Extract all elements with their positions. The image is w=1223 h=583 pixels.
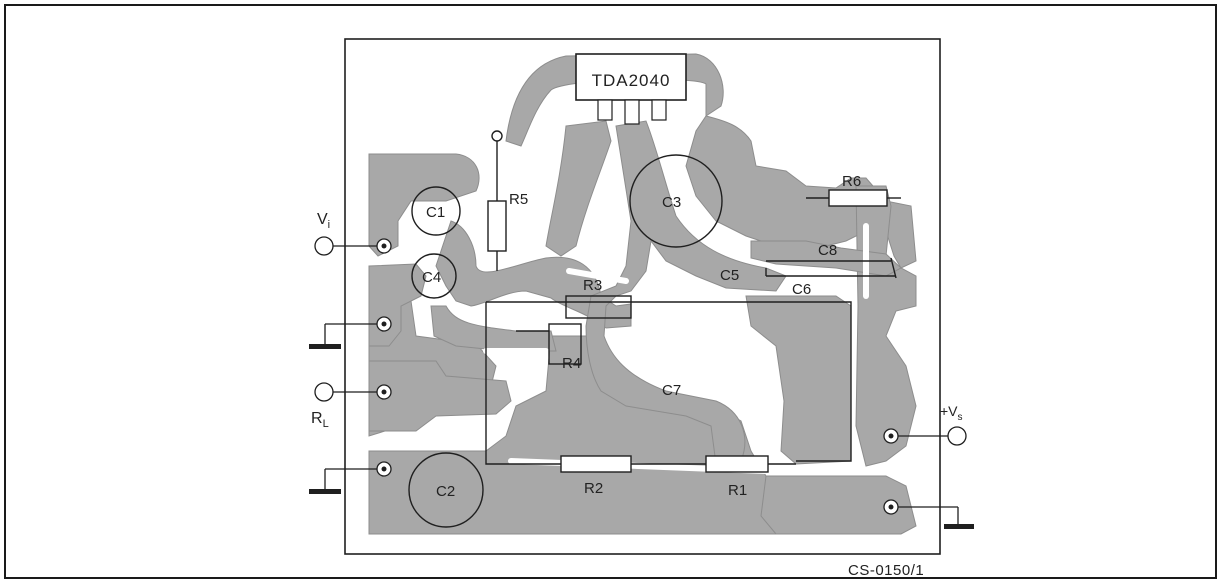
ground-symbols	[309, 344, 974, 529]
copper-left-mid	[368, 360, 512, 432]
ground-symbol-1	[309, 344, 341, 349]
figure-code: CS-0150/1	[848, 562, 924, 579]
figure-frame: TDA2040	[4, 4, 1217, 579]
label-rl: RL	[311, 410, 329, 430]
label-c7: C7	[662, 382, 681, 399]
label-c5: C5	[720, 267, 739, 284]
label-r1: R1	[728, 482, 747, 499]
component-labels: R5 R6 R3 R4 R2 R1 C1 C3 C4 C2 C5 C6 C7 C…	[422, 173, 861, 500]
c7-right-line	[711, 301, 852, 462]
label-r4: R4	[562, 355, 581, 372]
label-c6: C6	[792, 281, 811, 298]
label-vi: Vi	[317, 211, 330, 231]
r5-body	[487, 200, 507, 252]
component-outlines	[408, 130, 901, 528]
rl-terminal-ring	[314, 382, 334, 402]
copper-right-mid	[745, 295, 852, 465]
ic-pin-2	[624, 99, 640, 125]
r6-body	[828, 189, 888, 207]
hole-vs	[888, 433, 894, 439]
ic-label: TDA2040	[592, 71, 671, 90]
copper-center-pour	[585, 120, 787, 465]
vi-terminal-ring	[314, 236, 334, 256]
label-r5: R5	[509, 191, 528, 208]
terminal-labels: Vi RL +Vs	[311, 211, 963, 430]
r4-outline	[548, 323, 582, 365]
hole-rl	[381, 389, 387, 395]
hole-gnd-1	[381, 321, 387, 327]
ic-tda2040: TDA2040	[575, 53, 687, 125]
label-r3: R3	[583, 277, 602, 294]
label-c4: C4	[422, 269, 441, 286]
hole-vi	[381, 243, 387, 249]
hole-gnd-2	[381, 466, 387, 472]
c2-outline	[408, 452, 484, 528]
r5-pad	[491, 130, 503, 142]
label-r2: R2	[584, 480, 603, 497]
c7-left-line	[485, 302, 536, 465]
copper-upper-left	[368, 153, 480, 257]
r1-body	[705, 455, 769, 473]
pcb-layout-diagram: TDA2040	[309, 38, 974, 579]
copper-layer	[368, 53, 917, 535]
label-r6: R6	[842, 173, 861, 190]
trace-mid-curve	[435, 220, 632, 329]
r3-outline	[565, 295, 632, 319]
copper-bottom-right	[760, 475, 917, 535]
label-c2: C2	[436, 483, 455, 500]
c8-end	[890, 257, 897, 279]
ic-pin-1	[597, 99, 613, 121]
ground-symbol-2	[309, 489, 341, 494]
vs-terminal-ring	[947, 426, 967, 446]
c1-outline	[411, 186, 461, 236]
label-c3: C3	[662, 194, 681, 211]
ic-pin-3	[651, 99, 667, 121]
trace-ic-pin1	[545, 120, 612, 257]
r2-body	[560, 455, 632, 473]
c3-outline	[629, 154, 723, 248]
label-c1: C1	[426, 204, 445, 221]
label-c8: C8	[818, 242, 837, 259]
external-wiring	[314, 236, 967, 524]
c4-outline	[411, 253, 457, 299]
pad-holes	[381, 243, 894, 510]
hole-gnd-3	[888, 504, 894, 510]
label-vs: +Vs	[940, 403, 963, 423]
gap-4	[566, 268, 629, 284]
ground-symbol-3	[944, 524, 974, 529]
